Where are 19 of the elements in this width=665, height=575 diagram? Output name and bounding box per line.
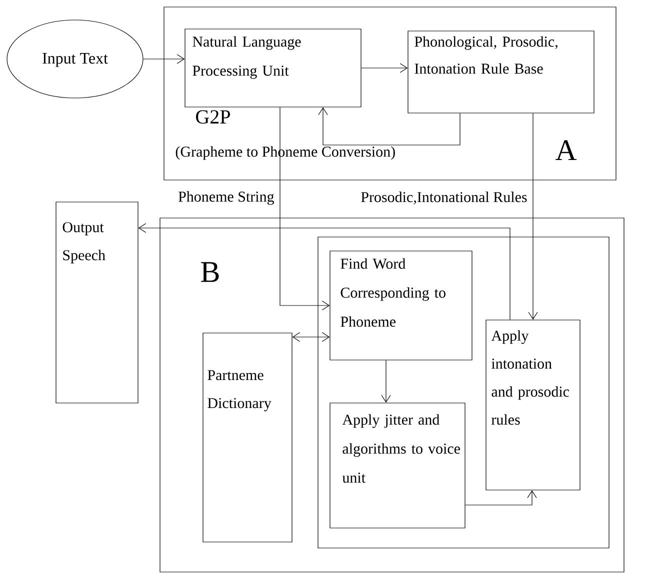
- process-box: Apply intonation and prosodic rules: [486, 320, 580, 490]
- arrow: [318, 107, 460, 146]
- inner-box: [318, 236, 610, 548]
- process-box: Apply jitter and algorithms to voice unit: [330, 402, 466, 528]
- arrow: [143, 54, 185, 64]
- process-box: Natural Language Processing Unit: [184, 28, 362, 108]
- arrow: [292, 332, 330, 342]
- arrow: [528, 113, 538, 320]
- process-box: Output Speech: [56, 202, 138, 404]
- arrow: [138, 223, 510, 320]
- arrow: [381, 360, 391, 403]
- edge-label: Prosodic,Intonational Rules: [359, 190, 529, 206]
- process-box: Partneme Dictionary: [202, 332, 292, 542]
- arrow: [361, 63, 408, 73]
- edge-label: Phoneme String: [176, 190, 276, 206]
- arrow: [280, 107, 330, 310]
- process-box: Phonological, Prosodic, Intonation Rule Base: [408, 30, 594, 114]
- process-box: Find Word Corresponding to Phoneme: [330, 250, 472, 360]
- arrow: [465, 490, 537, 506]
